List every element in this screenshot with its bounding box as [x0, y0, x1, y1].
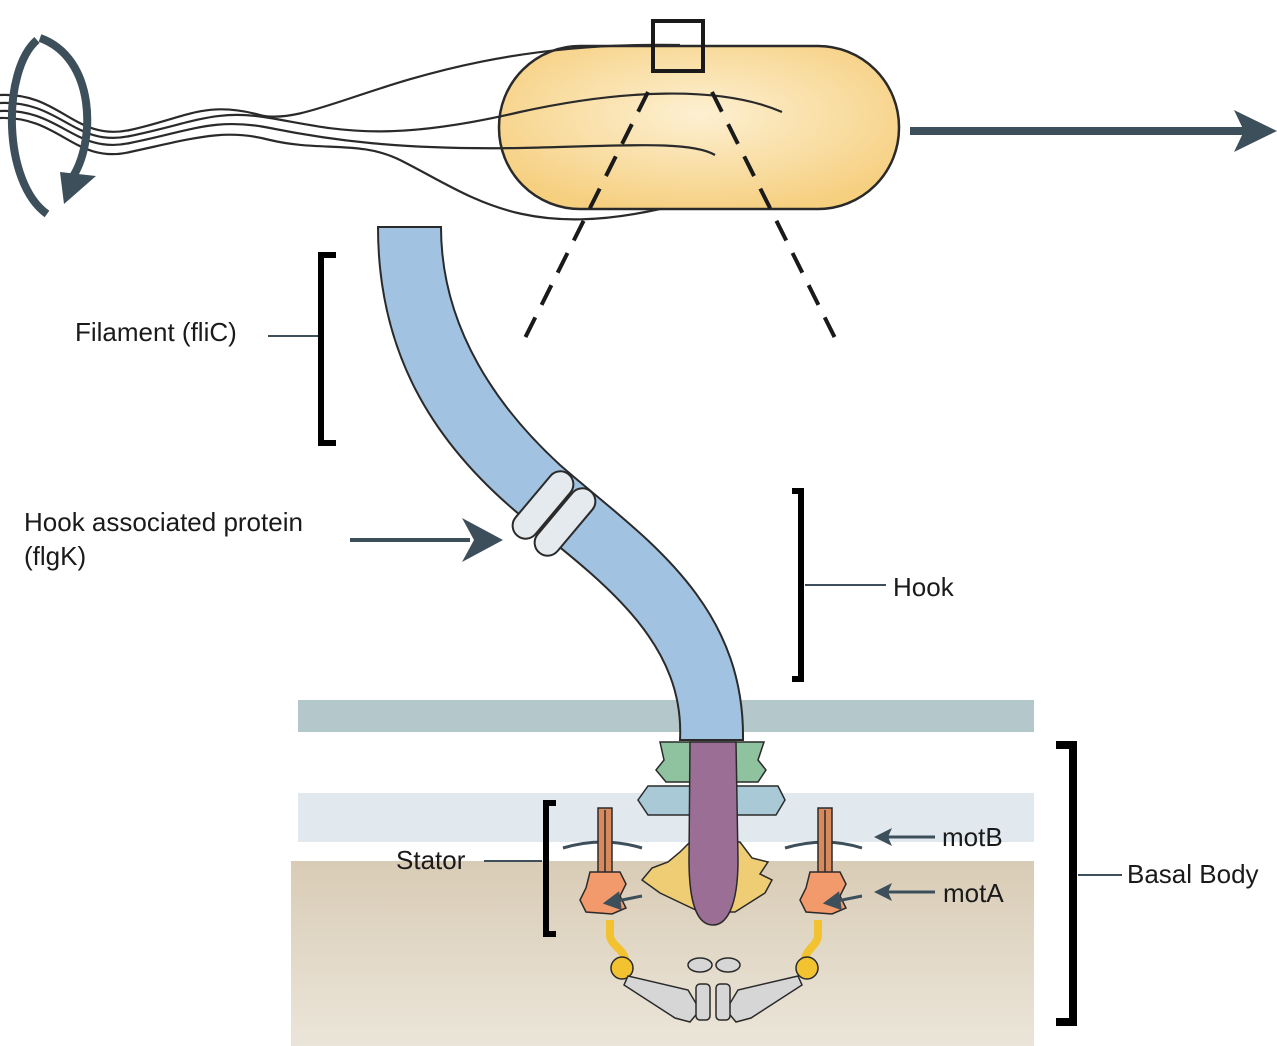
filament-label: Filament (fliC) [75, 317, 237, 347]
leader-lines [268, 335, 1122, 876]
bacterium [0, 19, 1277, 349]
pointer-arrows [350, 518, 935, 901]
mota-label: motA [943, 878, 1004, 908]
filament-bracket [318, 252, 336, 446]
motb-arrow-icon [874, 828, 935, 846]
rod [688, 741, 739, 926]
hook-associated-protein-label: Hook associated protein [24, 507, 303, 537]
stator-left [562, 807, 643, 980]
annotation-brackets [318, 252, 1077, 1026]
right-arrow-icon [910, 110, 1277, 152]
mota-arrow-icon [874, 883, 935, 901]
export-apparatus [623, 957, 803, 1023]
zoom-lines [518, 91, 842, 349]
counterclockwise-rotation-arrow-icon [7, 34, 96, 218]
hook-label: Hook [893, 572, 954, 602]
hook-associated-arrow-icon [350, 518, 503, 562]
stator-label: Stator [396, 845, 466, 875]
motb-label: motB [942, 822, 1003, 852]
zoom-box [651, 19, 705, 73]
basal-body-bracket [1056, 741, 1077, 1026]
flagellar-motor [562, 741, 863, 1023]
proton-arrows [602, 891, 863, 911]
cell-body [497, 44, 901, 211]
basal-body-label: Basal Body [1127, 859, 1259, 889]
filament-and-hook [376, 226, 745, 741]
hook-associated-protein-gene-label: (flgK) [24, 541, 87, 571]
hook-bracket [792, 488, 804, 682]
stator-bracket [543, 800, 556, 937]
hook-associated-protein-ring [511, 470, 597, 557]
flagella-strands [0, 43, 783, 221]
outer-membrane [298, 700, 1034, 732]
